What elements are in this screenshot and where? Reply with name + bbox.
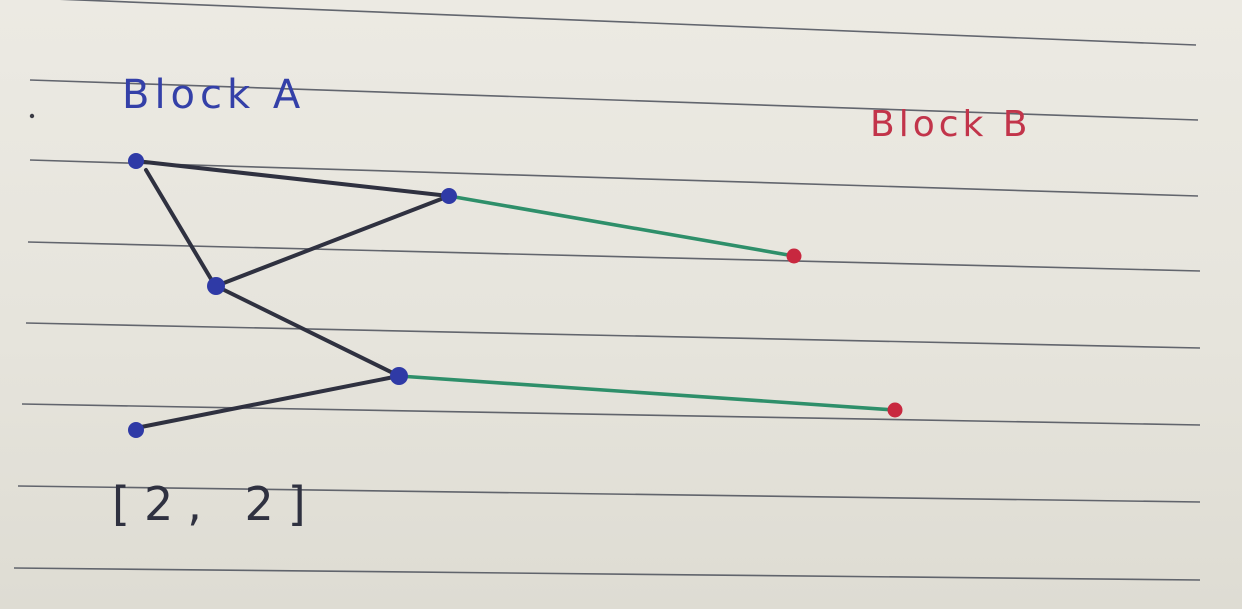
ruled-lines bbox=[13, 0, 1201, 581]
pen-dot bbox=[29, 113, 35, 119]
block-b-node bbox=[887, 402, 903, 418]
block-a-node bbox=[441, 188, 457, 204]
block-a-node bbox=[128, 422, 144, 438]
block-a-node bbox=[128, 153, 144, 169]
edge-within-block-a bbox=[144, 168, 216, 286]
between-block-edges bbox=[397, 194, 897, 412]
ruled-line bbox=[17, 485, 1201, 503]
ruled-line bbox=[29, 79, 1199, 121]
block-a-edges bbox=[134, 159, 451, 430]
edge-within-block-a bbox=[134, 374, 401, 430]
bracket-note: [2, 2] bbox=[112, 477, 320, 531]
ruled-line bbox=[59, 0, 1197, 46]
ruled-line bbox=[25, 322, 1201, 349]
block-a-label: Block A bbox=[122, 72, 305, 118]
edge-within-block-a bbox=[134, 159, 451, 198]
ruled-line bbox=[13, 567, 1201, 581]
block-b-node bbox=[786, 248, 802, 264]
edge-between-blocks bbox=[447, 194, 796, 258]
block-a-nodes bbox=[128, 153, 457, 438]
ruled-line bbox=[29, 159, 1199, 197]
edge-between-blocks bbox=[397, 374, 897, 412]
ruled-line bbox=[21, 403, 1201, 426]
ruled-line bbox=[27, 241, 1201, 272]
block-b-label: Block B bbox=[870, 104, 1032, 145]
block-a-node bbox=[390, 367, 408, 385]
edge-within-block-a bbox=[214, 284, 401, 378]
edge-within-block-a bbox=[214, 194, 451, 288]
block-a-node bbox=[207, 277, 225, 295]
block-b-nodes bbox=[786, 248, 903, 418]
